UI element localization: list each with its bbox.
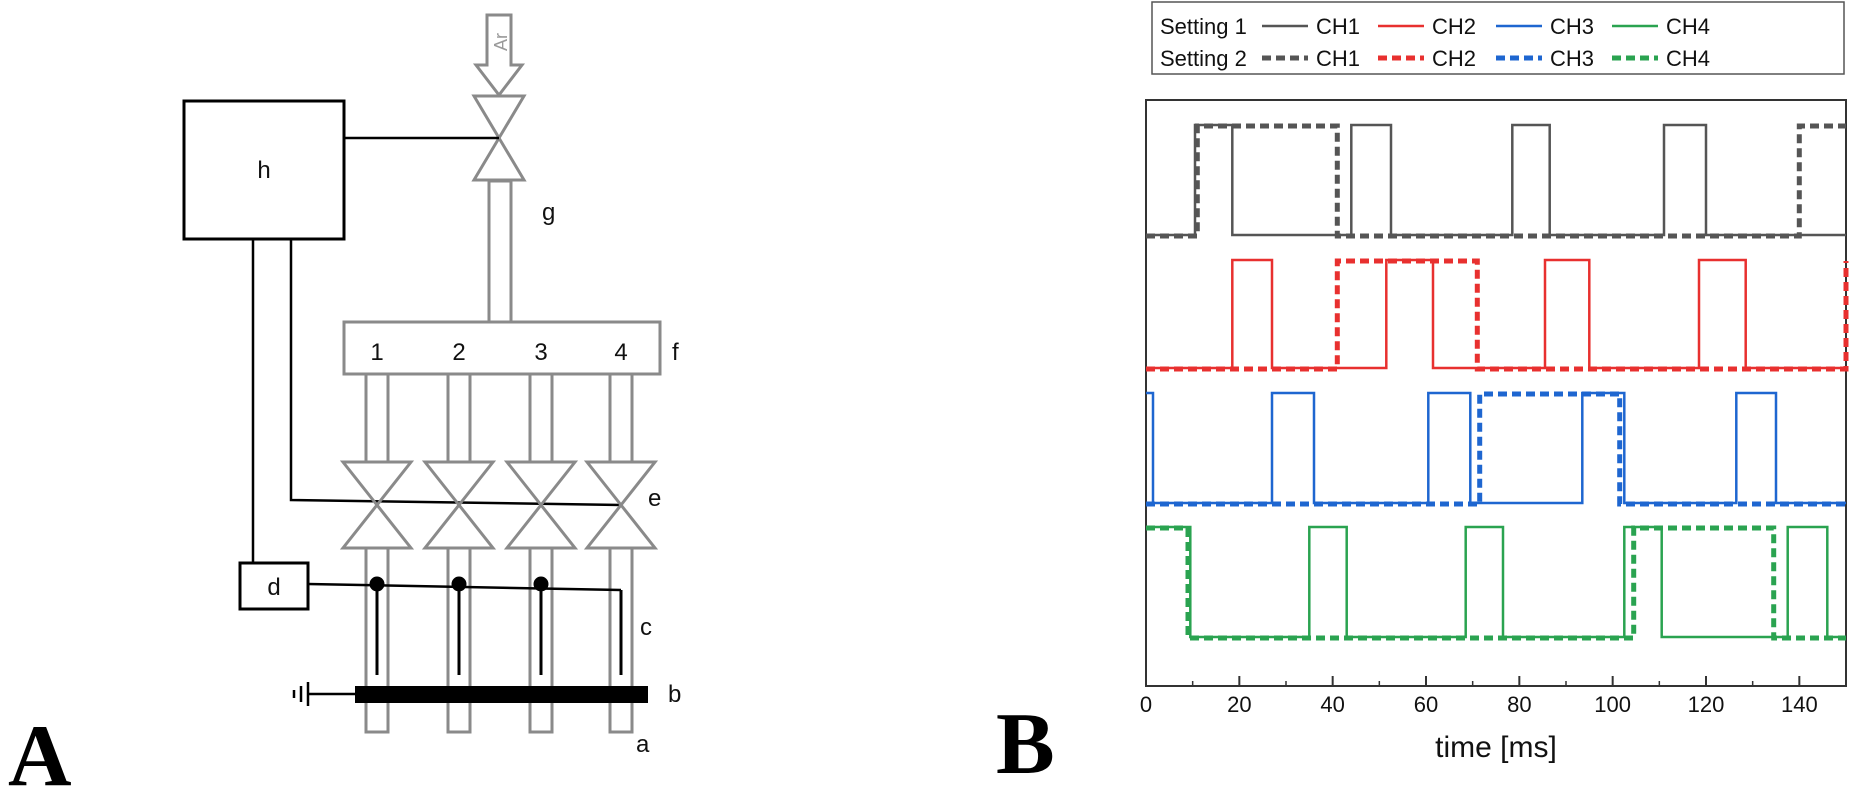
legend-entry-label: CH2 <box>1432 14 1476 39</box>
x-tick-label: 120 <box>1688 692 1725 717</box>
label-g: g <box>542 199 555 226</box>
argon-inlet-arrow <box>472 13 526 98</box>
label-e: e <box>648 485 661 512</box>
needle-electrodes <box>369 576 623 675</box>
trace-ch3-setting1 <box>1146 391 1846 505</box>
x-axis-label: time [ms] <box>1435 731 1557 764</box>
legend-entry-label: CH2 <box>1432 46 1476 71</box>
trace-ch1-setting1 <box>1146 123 1846 237</box>
trace-ch3-setting2 <box>1146 391 1846 507</box>
trace-ch4-setting1 <box>1146 525 1846 639</box>
legend-setting-label: Setting 1 <box>1160 14 1247 39</box>
x-axis: 0 20 40 60 80 100 120 140 <box>1140 676 1818 717</box>
channel-group <box>339 372 659 734</box>
legend-entry-label: CH1 <box>1316 46 1360 71</box>
trace-ch2-setting2 <box>1146 258 1849 372</box>
ground-bar-b <box>355 686 648 703</box>
x-tick-label: 60 <box>1414 692 1438 717</box>
panel-letter-a: A <box>8 708 72 795</box>
legend-entry-label: CH1 <box>1316 14 1360 39</box>
label-c: c <box>640 614 652 641</box>
trace-ch4-setting2 <box>1146 525 1846 641</box>
x-tick-label: 80 <box>1507 692 1531 717</box>
manifold-number-2: 2 <box>452 339 465 366</box>
gas-label: Ar <box>491 33 511 51</box>
label-b: b <box>668 681 681 708</box>
legend-setting-label: Setting 2 <box>1160 46 1247 71</box>
label-a: a <box>636 731 650 758</box>
label-h: h <box>257 157 270 184</box>
x-tick-label: 40 <box>1320 692 1344 717</box>
manifold-number-1: 1 <box>370 339 383 366</box>
trace-ch1-setting2 <box>1146 123 1846 239</box>
trace-ch2-setting1 <box>1146 258 1846 370</box>
driver-d <box>238 561 310 611</box>
legend-entry-label: CH4 <box>1666 14 1710 39</box>
manifold-number-3: 3 <box>534 339 547 366</box>
controller-h <box>182 99 346 241</box>
manifold-number-4: 4 <box>614 339 627 366</box>
panel-a-schematic: Ar g h 1 2 3 4 f <box>8 13 681 795</box>
x-tick-label: 20 <box>1227 692 1251 717</box>
legend-box <box>1151 1 1845 75</box>
label-d: d <box>267 574 280 601</box>
legend-entry-label: CH3 <box>1550 46 1594 71</box>
traces <box>1146 123 1849 641</box>
label-f: f <box>672 339 679 366</box>
x-tick-label: 0 <box>1140 692 1152 717</box>
main-pipe <box>487 179 513 324</box>
panel-letter-b: B <box>996 696 1055 793</box>
ground-icon <box>292 682 310 706</box>
x-tick-label: 140 <box>1781 692 1818 717</box>
legend-entry-label: CH3 <box>1550 14 1594 39</box>
manifold-f <box>342 320 662 376</box>
x-tick-label: 100 <box>1594 692 1631 717</box>
legend-entry-label: CH4 <box>1666 46 1710 71</box>
